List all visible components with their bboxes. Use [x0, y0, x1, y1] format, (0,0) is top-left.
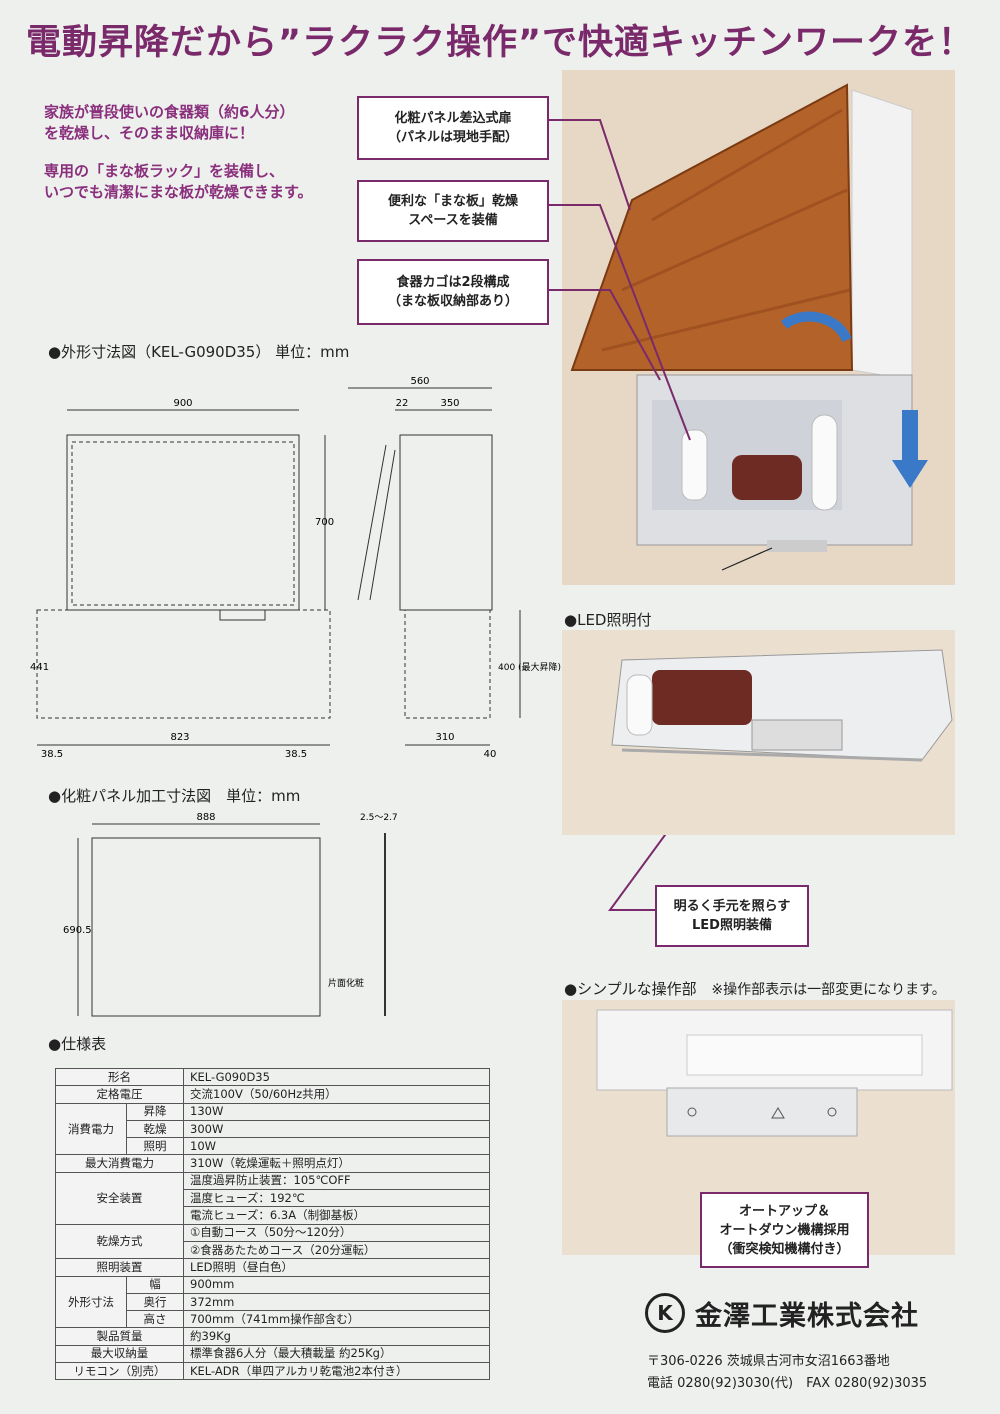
spec-value: 温度過昇防止装置：105℃OFF: [183, 1171, 490, 1191]
dim-label: 38.5: [41, 749, 63, 760]
spec-value: 標準食器6人分（最大積載量 約25Kg）: [183, 1344, 490, 1364]
callout-basket: 食器カゴは2段構成 （まな板収納部あり）: [357, 259, 549, 325]
spec-value: 約39Kg: [183, 1327, 490, 1346]
callout-door-panel: 化粧パネル差込式扉 （パネルは現地手配）: [357, 96, 549, 160]
spec-value: LED照明（昼白色）: [183, 1258, 490, 1277]
callout-text: LED照明装備: [692, 918, 772, 933]
company-address: 〒306-0226 茨城県古河市女沼1663番地 電話 0280(92)3030…: [647, 1351, 927, 1395]
dim-note: 片面化粧: [328, 977, 364, 989]
spec-key: 定格電圧: [55, 1085, 184, 1104]
spec-key: 製品質量: [55, 1327, 184, 1346]
callout-text: （衝突検知機構付き）: [719, 1241, 850, 1257]
section-ops-note: ※操作部表示は一部変更になります。: [711, 982, 946, 998]
company-name: 金澤工業株式会社: [695, 1300, 919, 1332]
spec-value: 300W: [183, 1119, 490, 1139]
intro-text: 家族が普段使いの食器類（約6人分） を乾燥し、そのまま収納庫に！ 専用の「まな板ラ…: [44, 102, 313, 220]
callout-text: 食器カゴは2段構成: [396, 275, 510, 290]
section-dims-title: ●外形寸法図（KEL-G090D35） 単位：mm: [48, 343, 350, 361]
spec-value: 交流100V（50/60Hz共用）: [183, 1085, 490, 1104]
phone-fax: 電話 0280(92)3030(代) FAX 0280(92)3035: [647, 1376, 928, 1391]
spec-value: ①自動コース（50分～120分）: [183, 1223, 490, 1242]
callout-text: スペースを装備: [408, 213, 498, 228]
product-illustration: [562, 70, 955, 585]
intro-line: を乾燥し、そのまま収納庫に！: [44, 124, 255, 142]
company-logo-icon: K: [645, 1293, 685, 1333]
spec-key: 最大収納量: [55, 1344, 184, 1364]
callout-led: 明るく手元を照らす LED照明装備: [655, 885, 809, 947]
section-ops-label: ●シンプルな操作部: [564, 980, 697, 998]
dim-label: 22: [396, 398, 409, 409]
spec-key: 昇降: [126, 1102, 184, 1121]
callout-text: オートダウン機構採用: [719, 1222, 850, 1238]
dim-label: 888: [196, 812, 215, 823]
spec-group: 安全装置: [55, 1171, 184, 1225]
section-panel-title: ●化粧パネル加工寸法図 単位：mm: [48, 787, 301, 805]
dim-label: 700: [315, 517, 334, 528]
dim-label: 350: [440, 398, 459, 409]
intro-line: いつでも清潔にまな板が乾燥できます。: [44, 183, 313, 201]
callout-text: （パネルは現地手配）: [387, 130, 518, 145]
dim-label: 38.5: [285, 749, 307, 760]
spec-key: 形名: [55, 1067, 184, 1087]
dim-label: 40: [484, 749, 497, 760]
intro-line: 専用の「まな板ラック」を装備し、: [44, 162, 285, 180]
led-photo: [562, 630, 955, 835]
section-spec-title: ●仕様表: [48, 1035, 107, 1053]
spec-value: 10W: [183, 1137, 490, 1156]
callout-text: 化粧パネル差込式扉: [394, 111, 512, 126]
postal-address: 〒306-0226 茨城県古河市女沼1663番地: [647, 1354, 890, 1369]
dim-label: 400 (最大昇降): [498, 661, 561, 673]
spec-key: 照明: [126, 1137, 184, 1156]
spec-key: 照明装置: [55, 1258, 184, 1277]
callout-auto-updown: オートアップ＆ オートダウン機構採用 （衝突検知機構付き）: [700, 1192, 869, 1268]
section-led-title: ●LED照明付: [564, 611, 652, 629]
ops-photo: [562, 1000, 955, 1255]
callout-board-dry: 便利な「まな板」乾燥 スペースを装備: [357, 180, 549, 242]
product-photo: [562, 70, 955, 585]
section-ops-title: ●シンプルな操作部 ※操作部表示は一部変更になります。: [564, 978, 946, 999]
dim-label: 690.5: [63, 925, 92, 936]
company-block: K 金澤工業株式会社: [645, 1293, 919, 1333]
spec-key: 最大消費電力: [55, 1154, 184, 1173]
dim-label: 900: [173, 398, 192, 409]
intro-line: 家族が普段使いの食器類（約6人分）: [44, 103, 295, 121]
dim-label: 441: [30, 662, 49, 673]
spec-group: 乾燥方式: [55, 1223, 184, 1260]
spec-key: 高さ: [126, 1310, 184, 1329]
spec-group: 外形寸法: [55, 1275, 127, 1329]
spec-value: KEL-G090D35: [183, 1067, 490, 1087]
dim-label: 560: [410, 376, 429, 387]
spec-value: 700mm（741mm操作部含む）: [183, 1310, 490, 1329]
callout-text: 明るく手元を照らす: [673, 899, 791, 914]
page-title: 電動昇降だから”ラクラク操作”で快適キッチンワークを！: [25, 23, 974, 63]
spec-group: 消費電力: [55, 1102, 127, 1156]
led-illustration: [562, 630, 955, 835]
spec-key: 奥行: [126, 1292, 184, 1312]
dimension-drawing: 900 560 22 350 700 441 400 (最大昇降) 38.5 8…: [30, 376, 561, 760]
spec-value: 130W: [183, 1102, 490, 1121]
spec-value: 温度ヒューズ：192℃: [183, 1189, 490, 1208]
spec-value: 310W（乾燥運転＋照明点灯）: [183, 1154, 490, 1173]
callout-text: 便利な「まな板」乾燥: [387, 194, 518, 209]
spec-key: 乾燥: [126, 1119, 184, 1139]
spec-value: 電流ヒューズ：6.3A（制御基板）: [183, 1206, 490, 1225]
dim-label: 310: [435, 732, 454, 743]
spec-value: 372mm: [183, 1292, 490, 1312]
spec-key: 幅: [126, 1275, 184, 1294]
spec-key: リモコン（別売）: [55, 1362, 184, 1381]
callout-text: （まな板収納部あり）: [387, 294, 518, 309]
spec-value: ②食器あたためコース（20分運転）: [183, 1240, 490, 1260]
dim-label: 2.5～2.7: [360, 813, 398, 823]
dim-label: 823: [170, 732, 189, 743]
panel-drawing: 888 690.5 2.5～2.7 片面化粧: [63, 812, 398, 1017]
callout-text: オートアップ＆: [738, 1203, 830, 1219]
spec-value: 900mm: [183, 1275, 490, 1294]
spec-value: KEL-ADR（単四アルカリ乾電池2本付き）: [183, 1362, 490, 1381]
